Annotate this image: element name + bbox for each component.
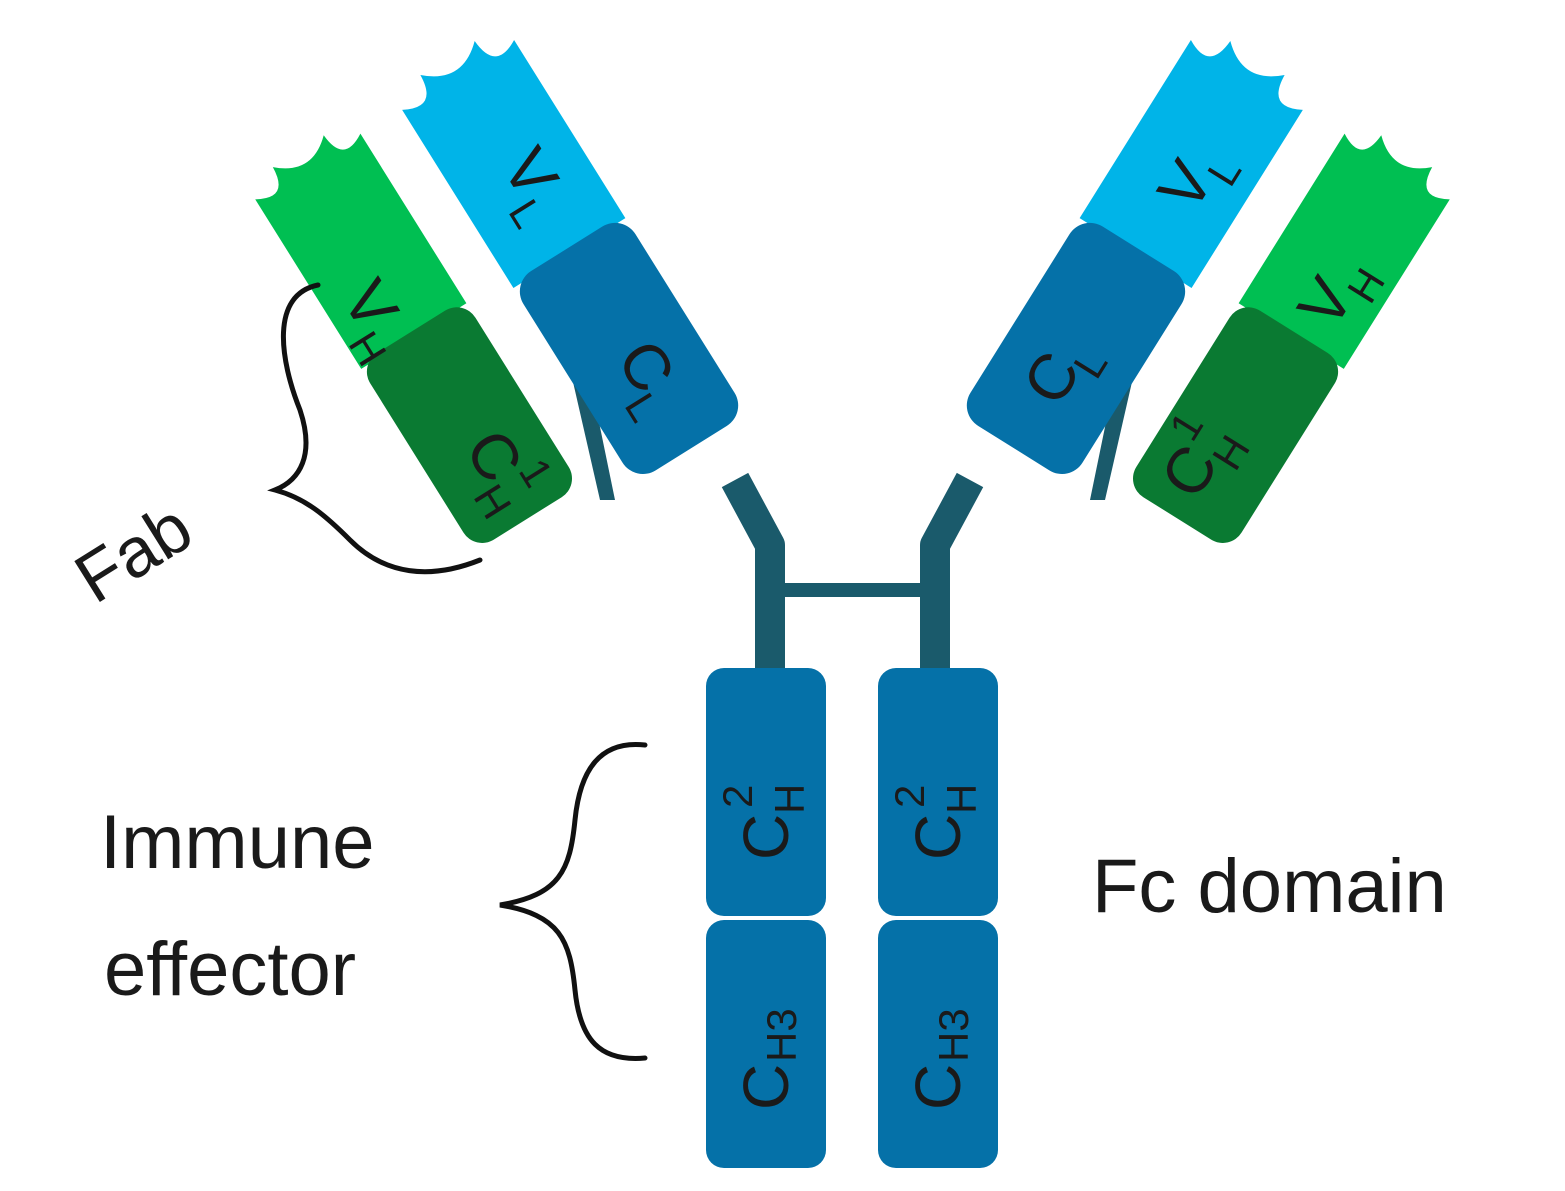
- fab-label: Fab: [62, 488, 206, 618]
- ch3-label-left: C H3: [730, 1008, 805, 1110]
- ch3-label-right: C H3: [902, 1008, 977, 1110]
- left-heavy-chain: [255, 133, 572, 543]
- svg-text:H3: H3: [758, 1008, 805, 1062]
- vh-domain-left: [255, 133, 467, 369]
- immune-label: Immune: [100, 800, 375, 885]
- right-heavy-chain: [1133, 133, 1450, 543]
- vl-domain-right: [1079, 39, 1303, 289]
- svg-text:C: C: [902, 814, 974, 860]
- fc-region: [706, 668, 998, 1168]
- ch3-domain-left: [706, 920, 826, 1168]
- svg-text:H: H: [766, 784, 813, 814]
- right-light-chain: [966, 39, 1303, 474]
- ch2-domain-right: [878, 668, 998, 916]
- svg-text:H3: H3: [930, 1008, 977, 1062]
- fab-brace: [267, 282, 483, 575]
- ch2-label-right: C H 2: [886, 784, 985, 860]
- ch2-domain-left: [706, 668, 826, 916]
- svg-text:C: C: [730, 1064, 802, 1110]
- ch2-label-left: C H 2: [714, 784, 813, 860]
- ch1-domain-left: [366, 307, 572, 543]
- ch1-domain-right: [1133, 307, 1339, 543]
- svg-text:H: H: [938, 784, 985, 814]
- svg-text:2: 2: [886, 785, 933, 808]
- cl-domain-right: [966, 222, 1186, 474]
- hinge-right: [920, 472, 984, 680]
- vl-domain-left: [402, 39, 626, 289]
- svg-text:C: C: [730, 814, 802, 860]
- fc-domain-label: Fc domain: [1092, 844, 1447, 929]
- cl-domain-left: [519, 222, 739, 474]
- svg-text:C: C: [902, 1064, 974, 1110]
- immune-effector-brace: [499, 741, 648, 1061]
- svg-text:2: 2: [714, 785, 761, 808]
- left-light-chain: [402, 39, 739, 474]
- hinge-left: [721, 472, 785, 680]
- vh-domain-right: [1238, 133, 1450, 369]
- ch3-domain-right: [878, 920, 998, 1168]
- effector-label: effector: [104, 927, 356, 1012]
